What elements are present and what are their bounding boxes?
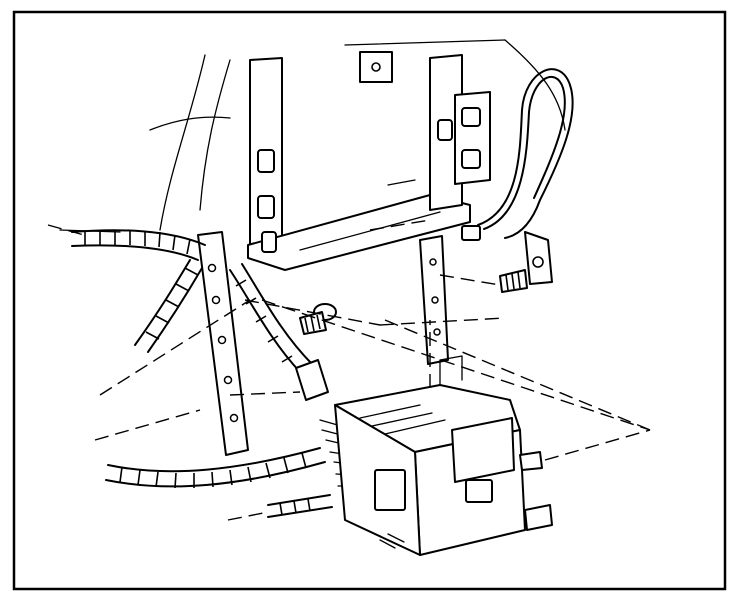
mounting-bracket — [247, 51, 491, 271]
left-support-rail — [197, 231, 249, 456]
bolt — [299, 303, 337, 335]
assembly-leader-lines — [47, 219, 651, 521]
ground-screw — [499, 269, 528, 293]
wiring-harness — [71, 229, 403, 518]
ground-strap — [461, 68, 574, 285]
electrical-module — [334, 355, 553, 556]
